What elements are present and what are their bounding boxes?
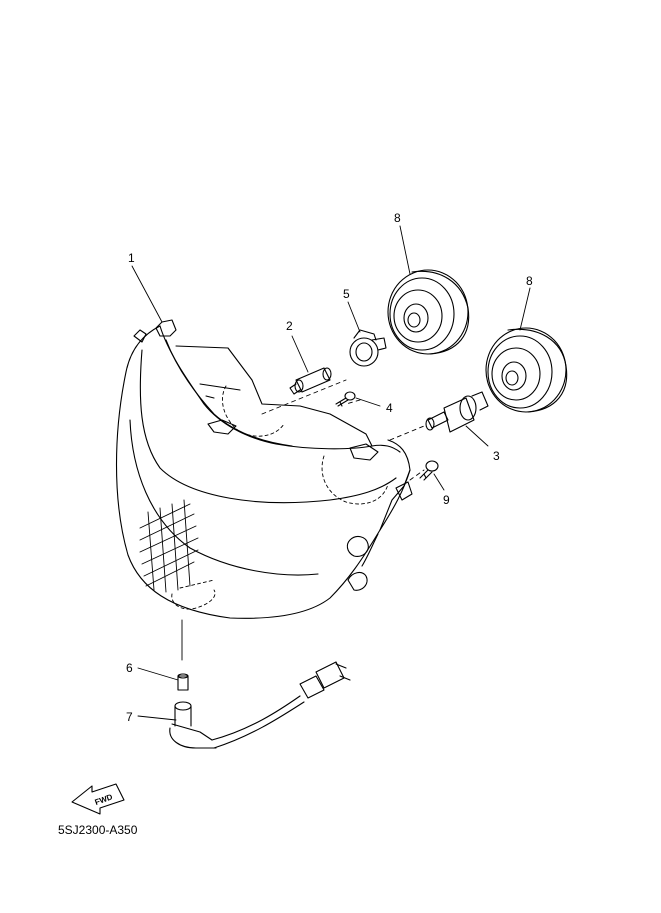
part-6-small-bulb [177, 673, 189, 691]
callout-6: 6 [126, 661, 133, 675]
part-3-bulb-socket [425, 391, 489, 433]
part-9-screw [419, 460, 439, 481]
callout-5: 5 [343, 287, 350, 301]
callout-3: 3 [493, 449, 500, 463]
headlight-housing [115, 319, 413, 619]
fwd-arrow-icon [71, 783, 125, 815]
callout-8-lower: 8 [526, 274, 533, 288]
leader-lines [131, 225, 531, 721]
part-2-bulb [289, 367, 332, 395]
part-4-screw [335, 391, 356, 407]
diagram-code: 5SJ2300-A350 [58, 823, 138, 837]
callout-4: 4 [386, 401, 393, 415]
part-8-reflector-upper [387, 269, 470, 355]
callout-1: 1 [128, 251, 135, 265]
part-7-socket-harness [169, 661, 351, 749]
callout-2: 2 [286, 319, 293, 333]
callout-9: 9 [443, 493, 450, 507]
callout-8-upper: 8 [394, 211, 401, 225]
part-5-socket [349, 329, 387, 367]
callout-7: 7 [126, 710, 133, 724]
part-8-reflector-lower [485, 327, 568, 413]
